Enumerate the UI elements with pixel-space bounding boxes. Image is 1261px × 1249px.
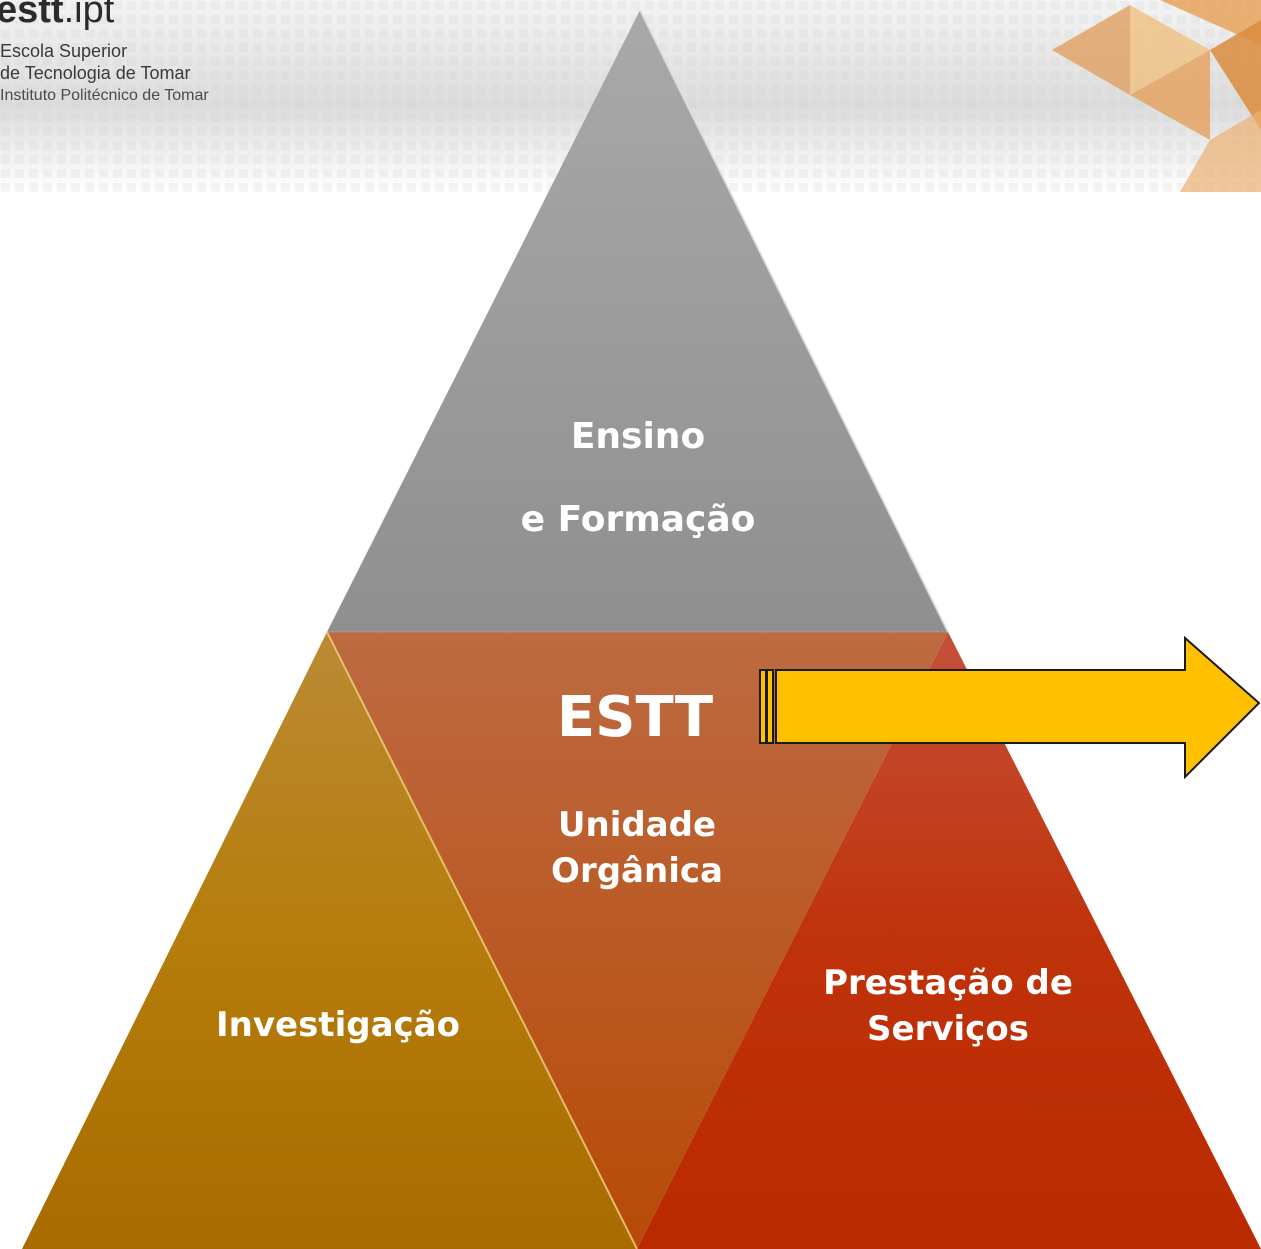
pyramid-right-segment bbox=[637, 632, 1261, 1249]
logo-line-3: Instituto Politécnico de Tomar bbox=[0, 87, 209, 104]
logo-line-2: de Tecnologia de Tomar bbox=[0, 63, 191, 83]
label-ensino: Ensino bbox=[570, 416, 706, 457]
label-formacao: e Formação bbox=[520, 499, 756, 540]
logo-line-1: Escola Superior bbox=[0, 41, 128, 61]
label-investigacao: Investigação bbox=[216, 1005, 460, 1045]
arrow-icon bbox=[759, 635, 1261, 780]
logo-brand: estt.ipt bbox=[0, 0, 115, 31]
pyramid-top-segment bbox=[327, 10, 948, 632]
label-organica: Orgânica bbox=[551, 851, 723, 891]
label-estt: ESTT bbox=[556, 685, 714, 750]
label-unidade: Unidade bbox=[557, 805, 717, 845]
label-prestacao: Prestação de bbox=[823, 963, 1073, 1003]
orange-triangles-decoration bbox=[1052, 0, 1261, 192]
pyramid-left-segment bbox=[22, 632, 637, 1249]
label-servicos: Serviços bbox=[867, 1009, 1029, 1049]
pyramid-center-segment bbox=[327, 632, 948, 1249]
